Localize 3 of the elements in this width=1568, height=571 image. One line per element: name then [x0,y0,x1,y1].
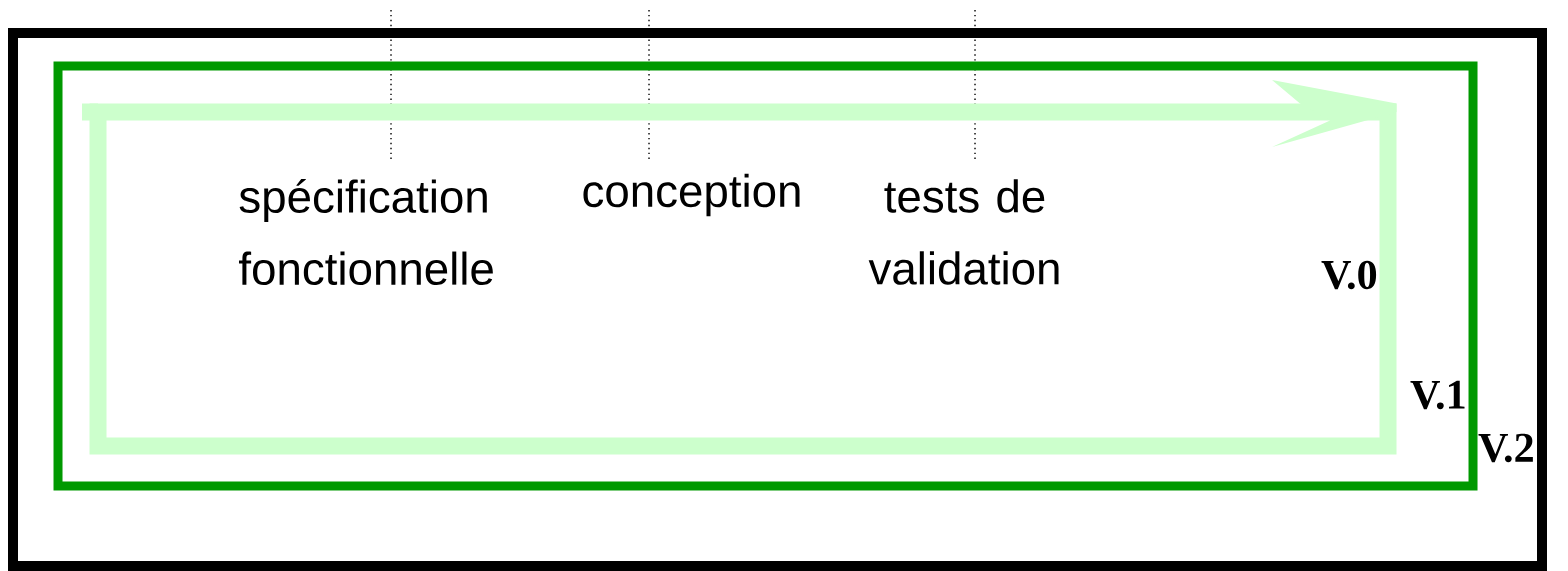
phase-label: tests de validation [868,179,1059,285]
phase-label: conception [583,173,800,217]
phase-label: spécification fonctionnelle [239,178,493,286]
